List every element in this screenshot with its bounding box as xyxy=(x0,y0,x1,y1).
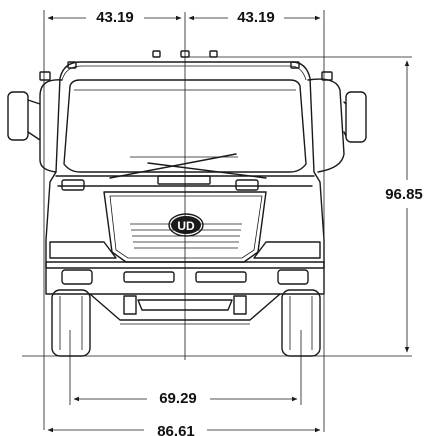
cab-step-upper xyxy=(157,175,211,185)
ud-emblem-fill xyxy=(171,216,201,234)
mirror-right xyxy=(307,71,367,173)
bumper-slot-left xyxy=(123,271,175,283)
front-tyre-right xyxy=(281,289,321,357)
dimension-lines xyxy=(22,10,412,433)
right-marker-lamp xyxy=(235,179,259,191)
headlamp-right xyxy=(253,241,321,259)
bumper-slot-right xyxy=(195,271,247,283)
truck-body: UD xyxy=(7,50,367,357)
dim-half-width-right: 43.19 xyxy=(237,9,275,26)
mirror-left xyxy=(7,71,63,173)
bumper xyxy=(45,261,325,295)
ud-emblem xyxy=(168,213,204,237)
windshield xyxy=(63,79,307,173)
dim-overall-width: 86.61 xyxy=(157,423,195,436)
dim-half-width-left: 43.19 xyxy=(96,9,134,26)
front-tyre-left xyxy=(51,289,91,357)
fog-lamp-right xyxy=(277,269,309,285)
headlamp-left xyxy=(49,241,117,259)
dim-track-width: 69.29 xyxy=(159,390,197,407)
ud-emblem-text: UD xyxy=(177,219,195,233)
left-marker-lamp xyxy=(61,179,85,191)
roof-marker-lights xyxy=(67,50,300,69)
undercarriage xyxy=(89,293,281,325)
dim-overall-height: 96.85 xyxy=(385,186,423,203)
fog-lamp-left xyxy=(61,269,93,285)
